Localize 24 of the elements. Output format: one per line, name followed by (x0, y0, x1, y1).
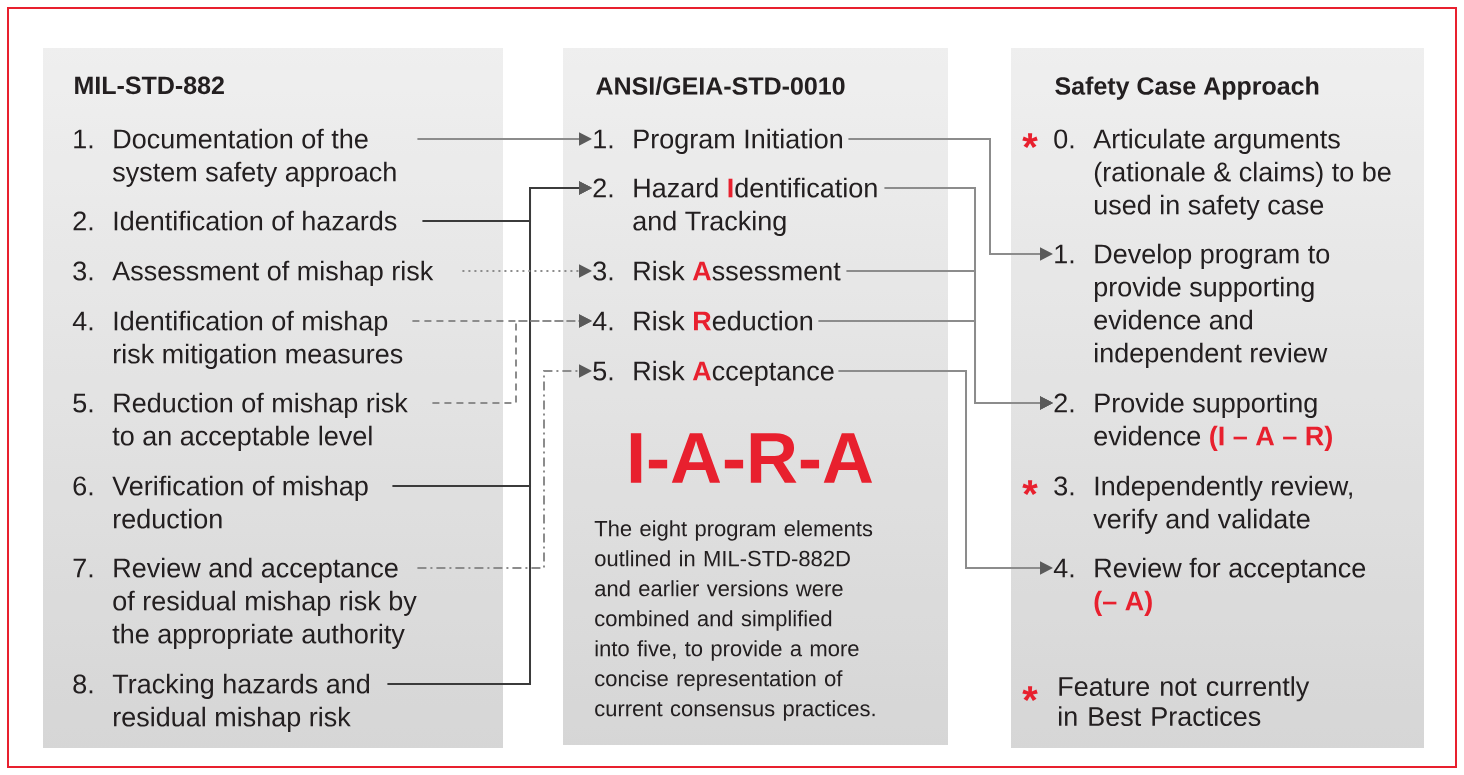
list-item: 4. Risk Reduction (592, 310, 812, 331)
footnote-text: Feature not currently in Best Practices (1059, 676, 1310, 726)
list-item: 0. Articulate arguments (rationale & claims) to be used in safety case (1054, 128, 1391, 220)
list-item: 2. Hazard Identification and Tracking (593, 177, 877, 236)
list-item: 4. Review for acceptance (– A) (1053, 557, 1366, 616)
list-item: 5. Reduction of mishap risk to an acceptable level (73, 392, 408, 451)
list-item: 1. Develop program to provide supporting evidence and independent review (1055, 243, 1330, 368)
list-item: 1. Program Initiation (594, 128, 842, 154)
list-item: 5. Risk Acceptance (593, 360, 834, 386)
list-item: 2. Identification of hazards (73, 210, 397, 231)
list-item: 8. Tracking hazards and residual mishap risk (73, 673, 370, 732)
note-text: The eight program elements outlined in MIL-STD-882D and earlier versions were combined and simplified into five, to provide a more concise representation of current consensus practices. (594, 520, 875, 721)
list-item: 3. Risk Assessment (593, 260, 841, 281)
list-item: 1. Documentation of the system safety approach (74, 128, 396, 187)
list-item: 3. Assessment of mishap risk (73, 260, 434, 286)
list-item: 4. Identification of mishap risk mitigation measures (72, 310, 403, 369)
list-item: 7. Review and acceptance of residual mishap risk by the appropriate authority (73, 557, 417, 649)
asterisk: * (1022, 480, 1038, 496)
list-item: 6. Verification of mishap reduction (73, 475, 368, 529)
asterisk: * (1022, 686, 1038, 702)
list-item: 3. Independently review, verify and validate (1054, 475, 1352, 534)
asterisk: * (1022, 133, 1038, 149)
title-acronym: I-A-R-A (630, 433, 873, 483)
list-item: 2. Provide supporting evidence (I – A – R) (1054, 392, 1332, 451)
